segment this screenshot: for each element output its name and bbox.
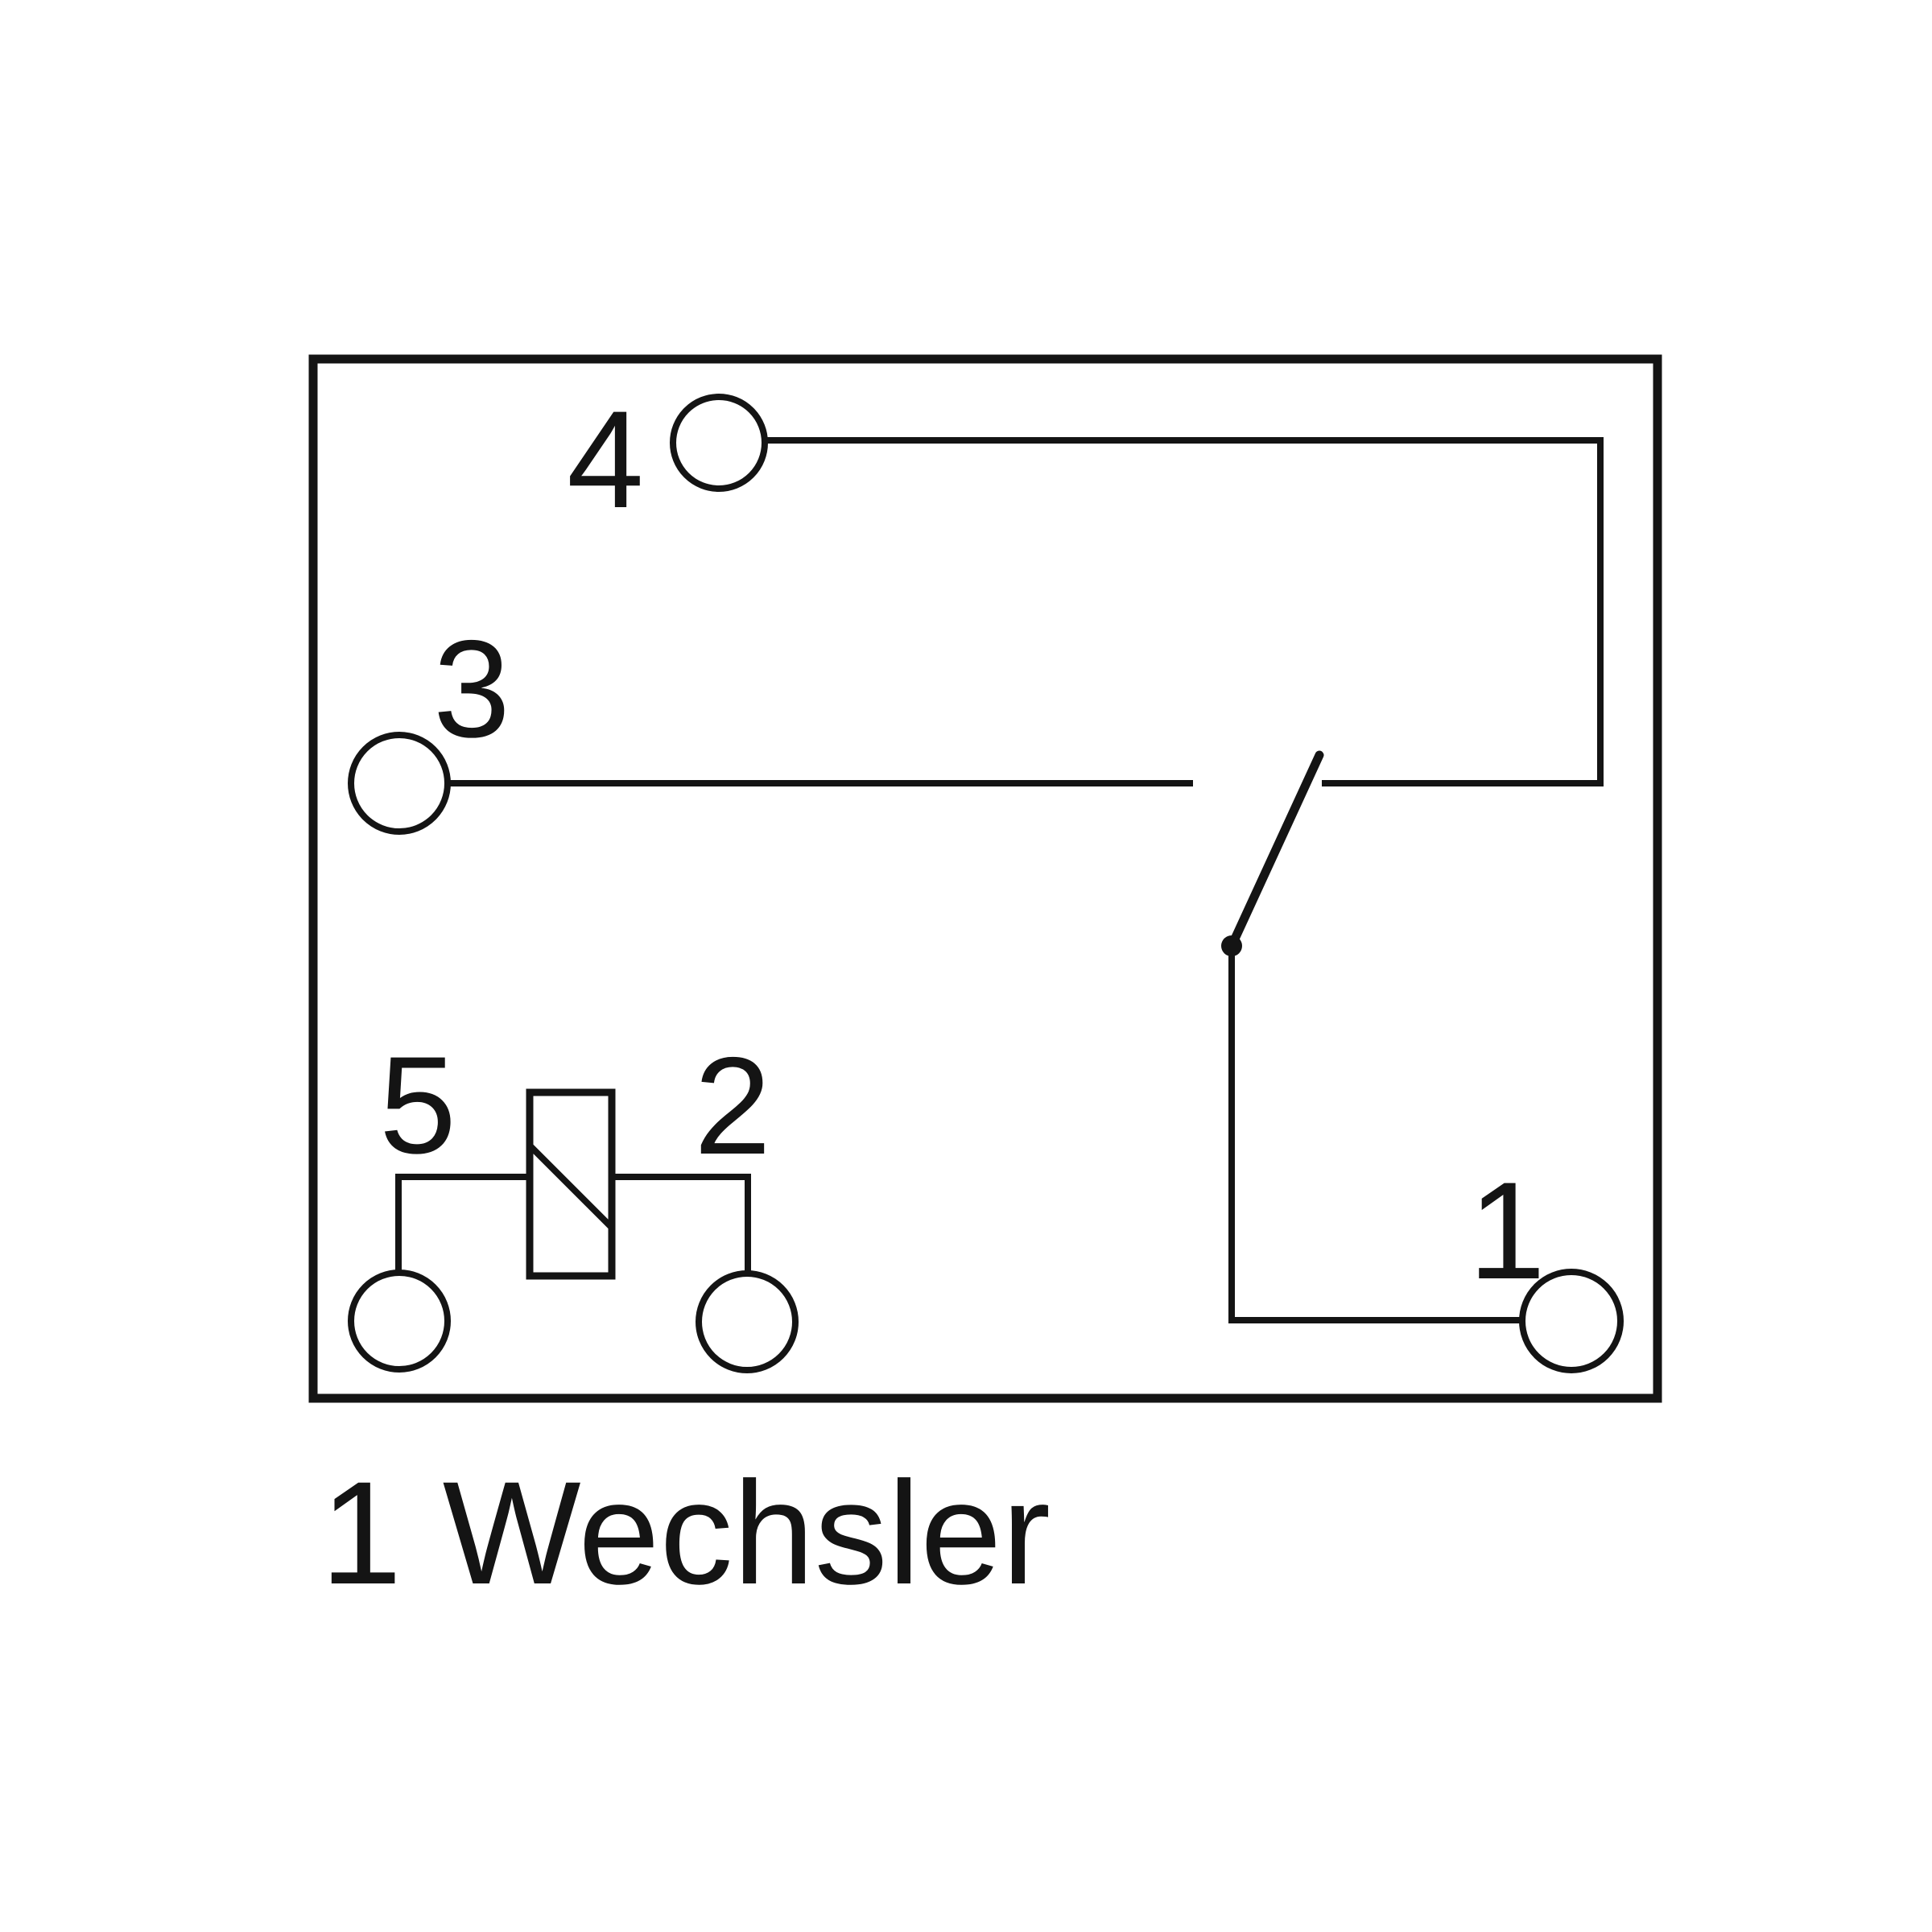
terminal-4-circle: [670, 394, 768, 492]
terminal-1-circle: [1519, 1269, 1624, 1373]
switch-blade: [1227, 750, 1324, 951]
diagram-caption: 1 Wechsler: [320, 1451, 1051, 1615]
terminal-3-label: 3: [433, 612, 510, 766]
terminal-5-circle: [348, 1269, 451, 1373]
terminal-5-label: 5: [379, 1028, 456, 1183]
wire-terminal-4-to-no-contact: [766, 437, 1604, 786]
wire-coil-to-terminal-5: [395, 1174, 530, 1273]
terminal-1-label: 1: [1468, 1154, 1546, 1308]
wire-coil-to-terminal-2: [612, 1174, 751, 1274]
terminal-2-circle: [696, 1270, 799, 1373]
terminal-2-label: 2: [694, 1029, 771, 1183]
relay-coil-symbol: [526, 1088, 616, 1280]
wire-pivot-to-terminal-1: [1228, 946, 1521, 1323]
terminal-4-label: 4: [567, 382, 644, 537]
terminal-3-circle: [348, 732, 451, 835]
relay-coil-diagonal: [527, 1143, 614, 1230]
relay-outline-box: [308, 354, 1662, 1403]
